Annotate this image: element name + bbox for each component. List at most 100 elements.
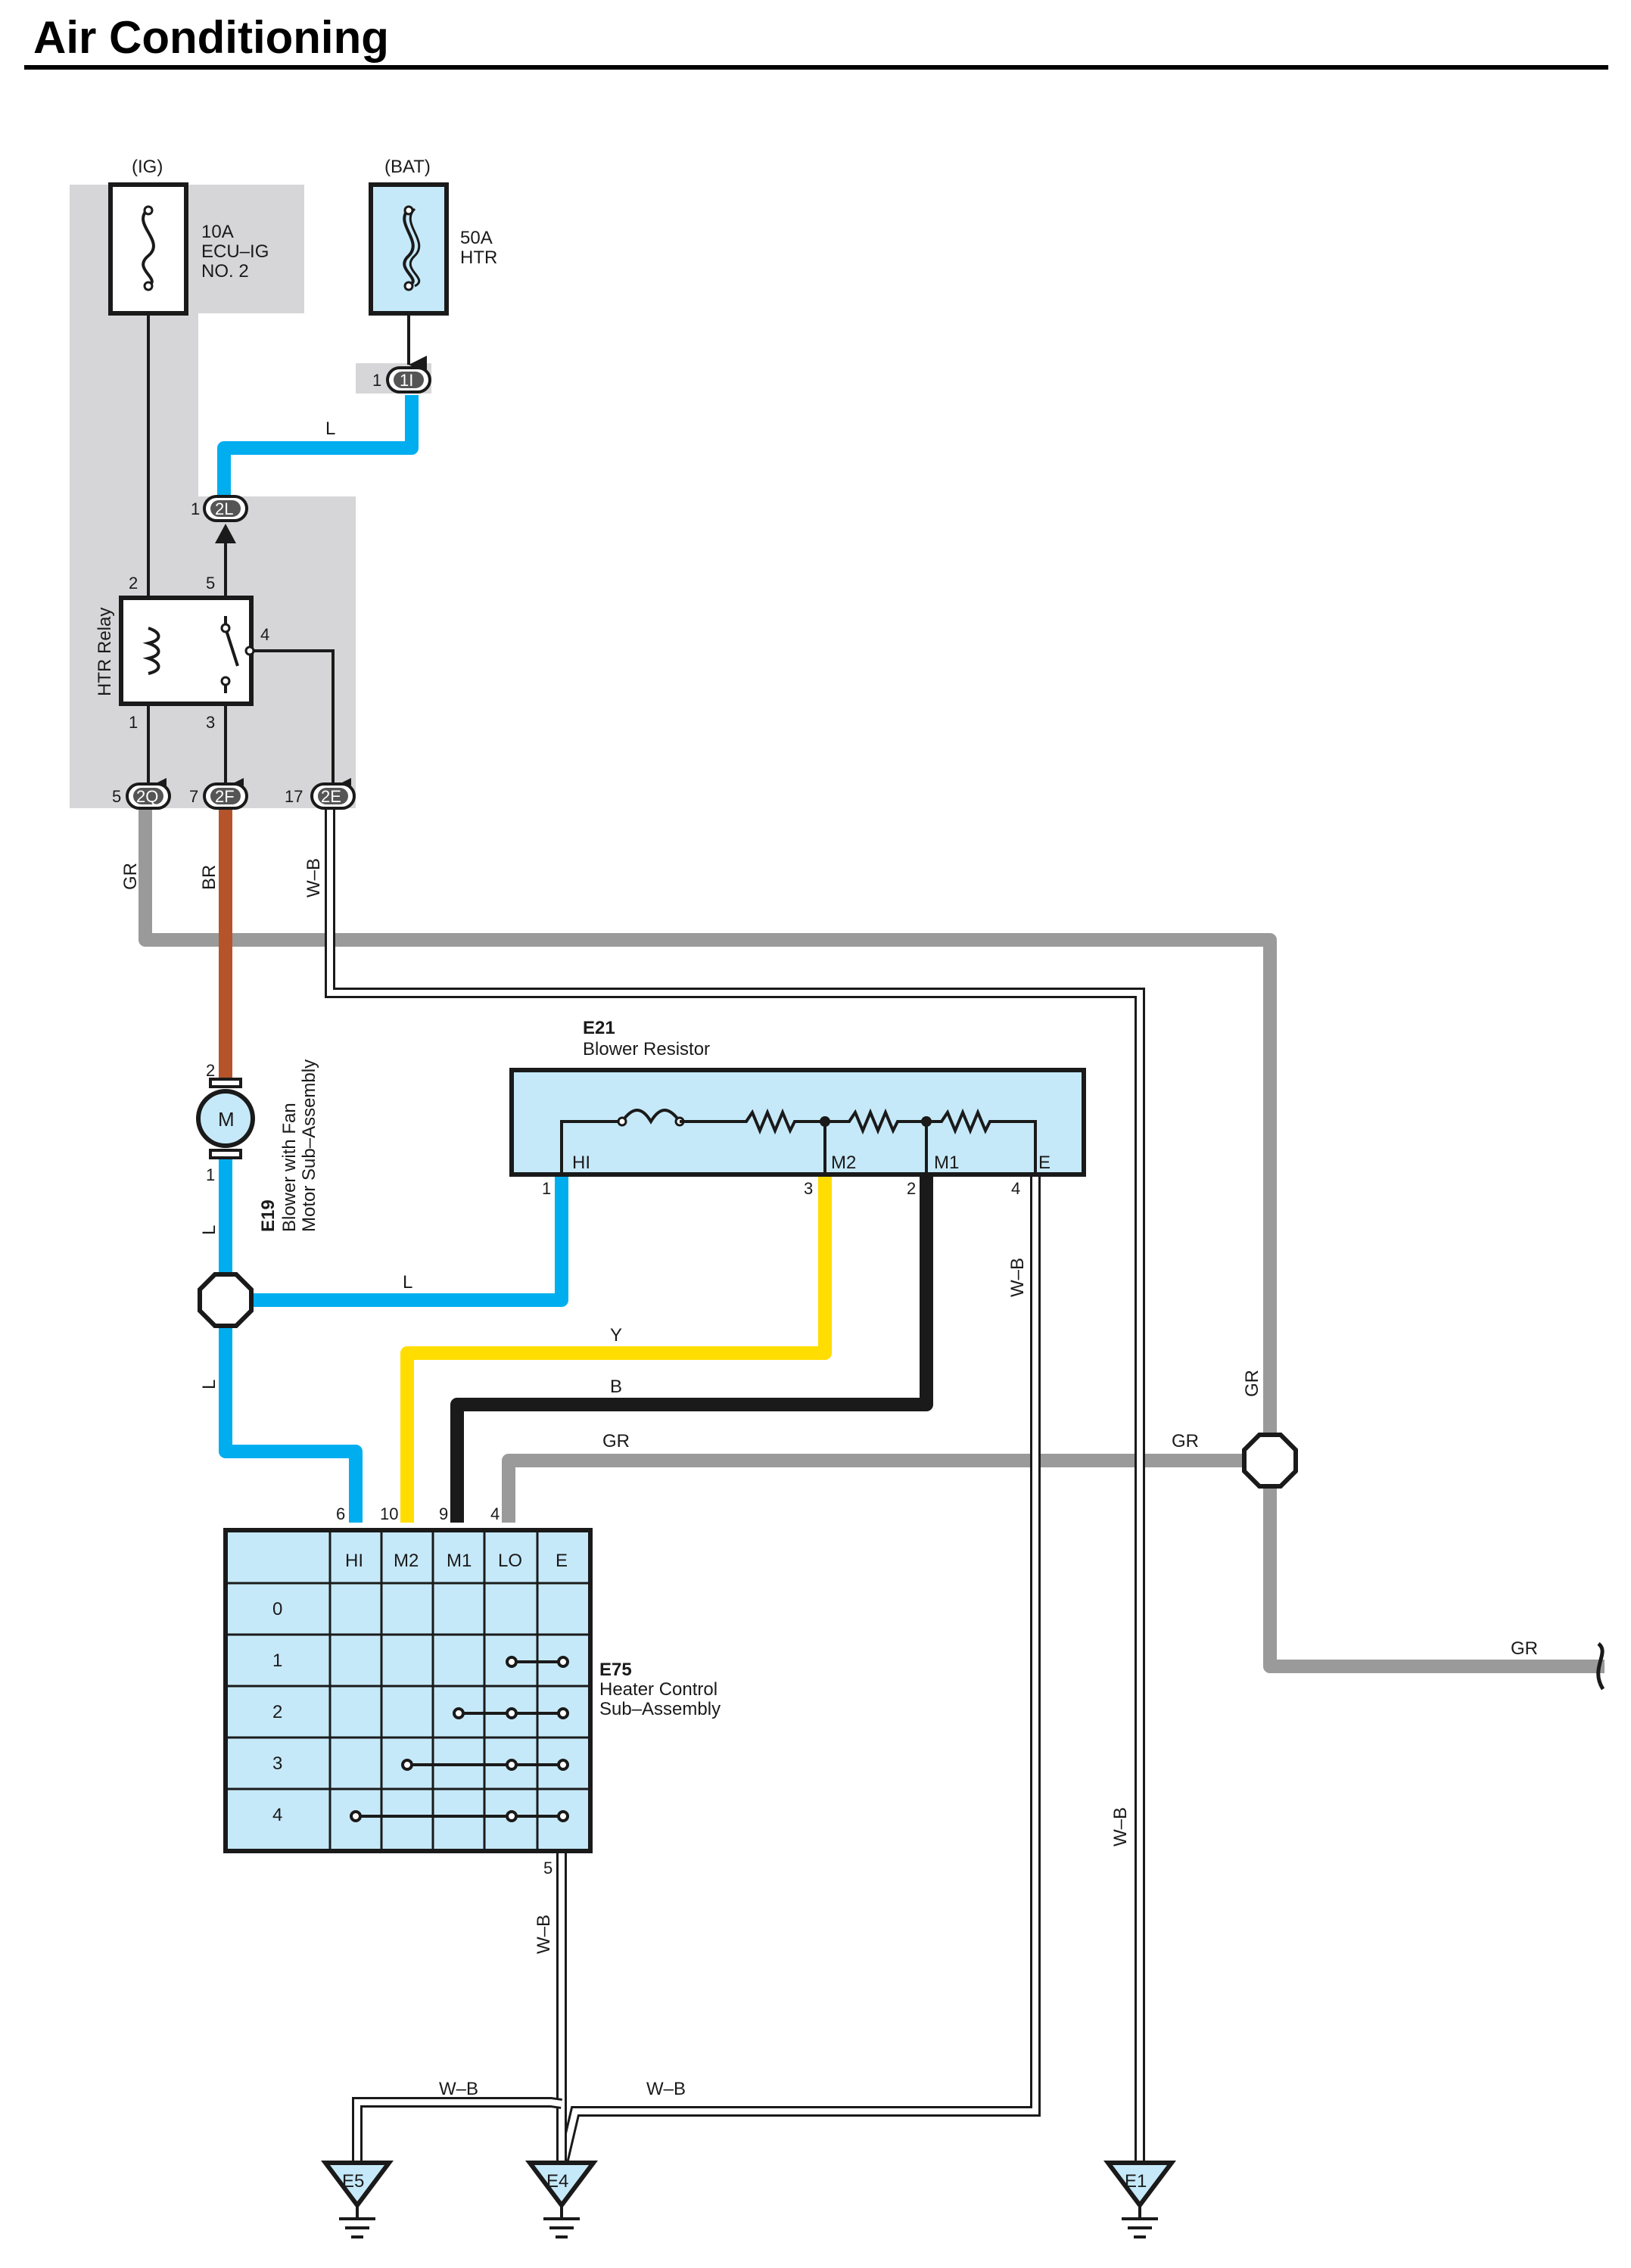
wire-wb-e1	[325, 796, 1145, 2163]
svg-text:5: 5	[112, 787, 121, 806]
blower-motor: 2 M 1 E19 Blower with Fan Motor Sub–Asse…	[196, 1059, 319, 1232]
svg-text:2: 2	[129, 574, 138, 593]
ig-fuse-name: ECU–IG	[201, 241, 269, 262]
htr-relay: HTR Relay 2 5 4 1 3	[95, 574, 269, 732]
svg-text:M2: M2	[831, 1153, 856, 1173]
svg-text:GR: GR	[602, 1431, 630, 1451]
relay-coil	[142, 627, 160, 675]
wire-continue-icon	[1596, 1642, 1605, 1691]
ground-e4: E4	[525, 2161, 598, 2238]
svg-text:L: L	[199, 1380, 219, 1389]
connector-2f: 7 2F	[189, 782, 248, 810]
wire-relay-4	[250, 649, 351, 796]
resistor-id: E21	[583, 1018, 615, 1038]
connector-2q: 5 2Q	[112, 782, 171, 810]
svg-text:M1: M1	[934, 1153, 959, 1173]
svg-text:10: 10	[380, 1504, 398, 1523]
heater-control: 6 10 9 4 HI M2 M1 LO E 0 1 2 3 4 5 E75	[223, 1504, 721, 1878]
hc-id: E75	[599, 1660, 632, 1680]
ig-fuse-num: NO. 2	[201, 261, 249, 282]
resistor-name: Blower Resistor	[583, 1039, 710, 1059]
wire-l-top	[217, 395, 419, 496]
svg-text:4: 4	[260, 625, 269, 644]
svg-text:M1: M1	[447, 1551, 472, 1571]
motor-symbol: M	[218, 1108, 235, 1131]
wire-l-hi	[250, 1173, 568, 1307]
svg-text:BR: BR	[199, 865, 219, 890]
svg-text:HI: HI	[572, 1153, 590, 1173]
svg-text:W–B: W–B	[534, 1915, 554, 1954]
svg-text:L: L	[199, 1225, 219, 1235]
wire-wb-e5	[352, 2097, 562, 2163]
svg-text:3: 3	[804, 1179, 813, 1198]
ig-fuse: (IG) 10A ECU–IG NO. 2	[108, 157, 269, 316]
hc-name-1: Heater Control	[599, 1679, 717, 1700]
svg-text:W–B: W–B	[1110, 1807, 1131, 1846]
svg-text:E4: E4	[546, 2171, 568, 2192]
svg-text:1: 1	[129, 713, 138, 732]
motor-id: E19	[258, 1199, 279, 1232]
wire-labels: L GR BR W–B L L L Y B GR GR GR GR W–B W–…	[120, 418, 1538, 2099]
bat-fuse-rating: 50A	[460, 228, 493, 248]
svg-text:E: E	[1038, 1153, 1051, 1173]
ground-e5: E5	[321, 2161, 394, 2238]
connector-2e: 17 2E	[285, 782, 356, 810]
svg-text:17: 17	[285, 787, 303, 806]
svg-text:W–B: W–B	[303, 858, 324, 898]
svg-text:2: 2	[206, 1061, 215, 1080]
motor-name-1: Blower with Fan	[279, 1103, 300, 1232]
svg-text:9: 9	[439, 1504, 448, 1523]
connector-1i: 1 1I	[372, 366, 431, 394]
ig-fuse-rating: 10A	[201, 222, 234, 242]
title-rule	[24, 65, 1608, 70]
svg-text:2F: 2F	[215, 787, 235, 806]
svg-text:6: 6	[336, 1504, 345, 1523]
svg-text:HI: HI	[345, 1551, 363, 1571]
svg-text:2: 2	[907, 1179, 916, 1198]
page-title: Air Conditioning	[33, 12, 389, 63]
junction-l	[198, 1272, 254, 1328]
svg-text:7: 7	[189, 787, 198, 806]
svg-text:3: 3	[272, 1753, 282, 1774]
svg-text:W–B: W–B	[1007, 1258, 1028, 1297]
svg-text:L: L	[325, 418, 335, 439]
svg-text:2Q: 2Q	[136, 787, 158, 806]
svg-text:GR: GR	[1511, 1638, 1538, 1659]
wire-y	[400, 1173, 832, 1523]
svg-text:2E: 2E	[321, 787, 341, 806]
bat-fuse: (BAT) 50A HTR	[369, 157, 497, 316]
connector-2l: 1 2L	[191, 495, 248, 543]
svg-text:L: L	[403, 1272, 412, 1293]
ground-e1: E1	[1103, 2161, 1176, 2238]
svg-text:3: 3	[206, 713, 215, 732]
junction-gr	[1242, 1433, 1298, 1489]
wire-gr-lo	[502, 1454, 1270, 1523]
relay-name: HTR Relay	[95, 608, 115, 696]
svg-text:2L: 2L	[215, 499, 233, 518]
svg-text:1: 1	[542, 1179, 551, 1198]
bat-fuse-name: HTR	[460, 247, 497, 268]
bat-label: (BAT)	[384, 157, 431, 177]
svg-text:4: 4	[490, 1504, 500, 1523]
motor-name-2: Motor Sub–Assembly	[299, 1059, 319, 1232]
svg-text:1: 1	[206, 1165, 215, 1184]
wire-wb-e21	[558, 1173, 1041, 2164]
svg-text:M2: M2	[394, 1551, 419, 1571]
svg-text:0: 0	[272, 1599, 282, 1619]
svg-text:W–B: W–B	[646, 2079, 686, 2099]
svg-text:4: 4	[1011, 1179, 1020, 1198]
svg-text:1: 1	[272, 1650, 282, 1671]
svg-text:GR: GR	[1242, 1370, 1262, 1397]
svg-text:1: 1	[191, 499, 200, 518]
svg-text:E: E	[556, 1551, 568, 1571]
svg-text:1I: 1I	[400, 371, 413, 390]
svg-text:Y: Y	[610, 1325, 622, 1346]
svg-text:GR: GR	[1172, 1431, 1199, 1451]
svg-text:W–B: W–B	[439, 2079, 478, 2099]
svg-text:5: 5	[206, 574, 215, 593]
wire-b	[450, 1173, 933, 1523]
svg-text:1: 1	[372, 371, 381, 390]
svg-text:4: 4	[272, 1805, 282, 1825]
svg-text:GR: GR	[120, 863, 141, 890]
wire-gr-2q	[139, 795, 1605, 1673]
